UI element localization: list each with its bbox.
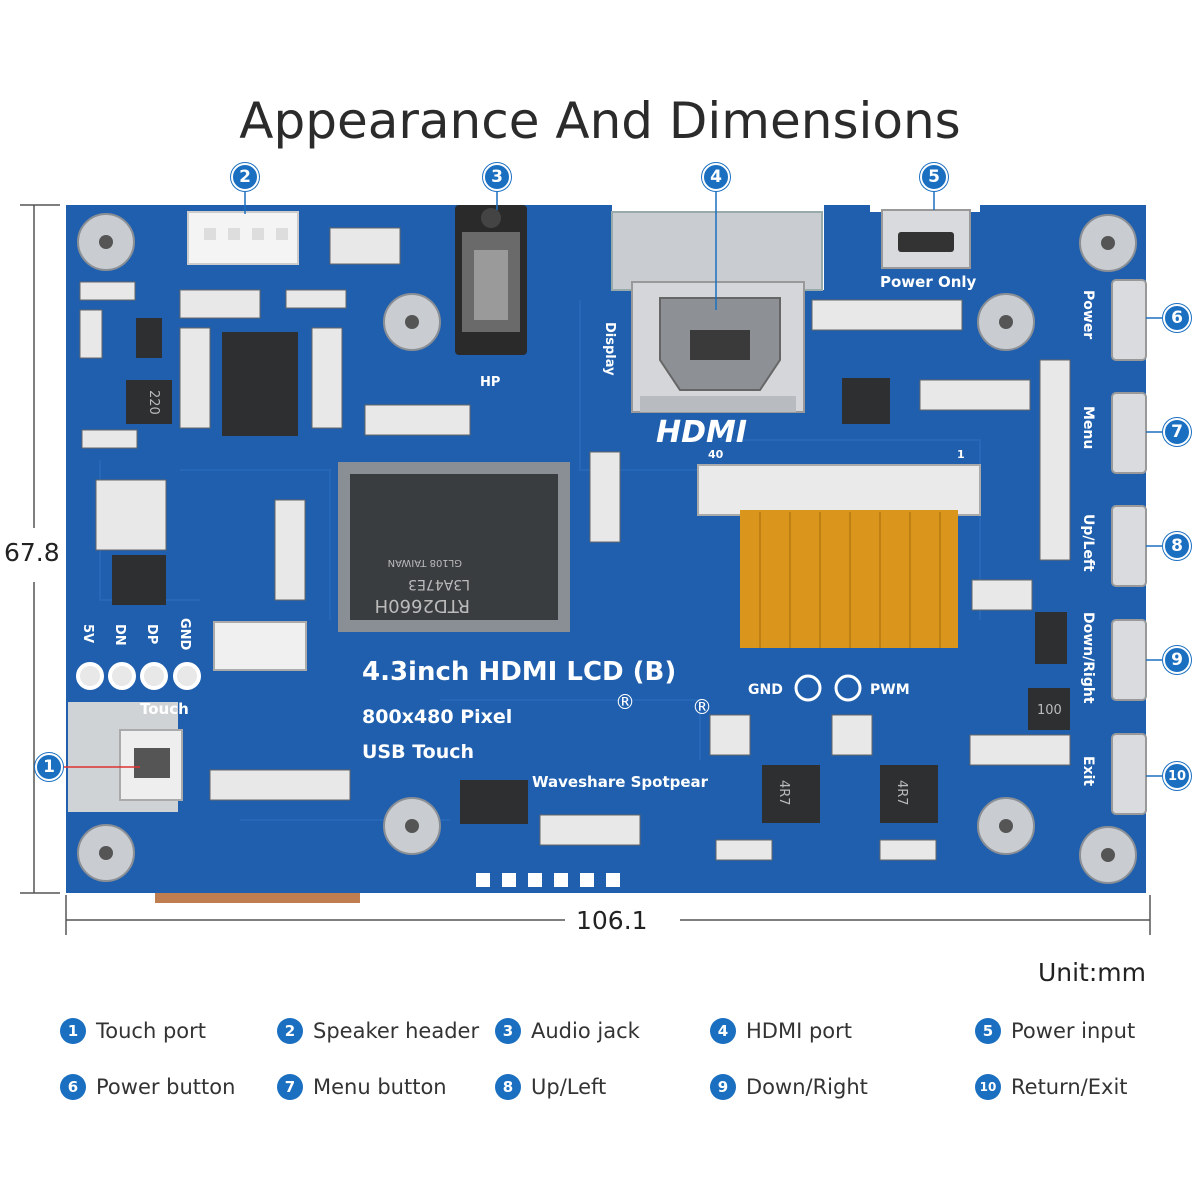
legend-label: HDMI port bbox=[746, 1019, 852, 1043]
silk-4r7-a: 4R7 bbox=[776, 780, 791, 806]
legend-label: Power input bbox=[1011, 1019, 1136, 1043]
silk-btn-power: Power bbox=[1080, 290, 1096, 339]
legend-item-2: 2 Speaker header bbox=[277, 1018, 479, 1044]
callout-10: 10 bbox=[1163, 762, 1191, 790]
silk-dp: DP bbox=[144, 624, 159, 644]
callout-9: 9 bbox=[1163, 646, 1191, 674]
height-dimension-line bbox=[20, 204, 60, 894]
callout-6: 6 bbox=[1163, 304, 1191, 332]
callout-3: 3 bbox=[483, 163, 511, 191]
silk-100: 100 bbox=[1037, 703, 1062, 718]
legend-item-3: 3 Audio jack bbox=[495, 1018, 640, 1044]
width-dimension-line bbox=[65, 895, 1151, 935]
legend-label: Down/Right bbox=[746, 1075, 868, 1099]
legend-number: 2 bbox=[277, 1018, 303, 1044]
test-pads bbox=[476, 873, 620, 887]
callout-2: 2 bbox=[231, 163, 259, 191]
silk-touch-type: USB Touch bbox=[362, 741, 474, 763]
chip-marking-2: L3A47E3 bbox=[408, 576, 470, 592]
silk-brand: Waveshare Spotpear bbox=[532, 773, 709, 791]
unit-label: Unit:mm bbox=[1037, 958, 1146, 987]
legend-number: 10 bbox=[975, 1074, 1001, 1100]
silk-5v: 5V bbox=[80, 624, 95, 643]
silk-btn-upleft: Up/Left bbox=[1080, 514, 1096, 572]
legend-number: 6 bbox=[60, 1074, 86, 1100]
silk-40: 40 bbox=[708, 448, 724, 461]
silk-hp: HP bbox=[480, 375, 500, 390]
audio-jack bbox=[455, 205, 527, 355]
legend-number: 3 bbox=[495, 1018, 521, 1044]
page-title: Appearance And Dimensions bbox=[239, 92, 961, 150]
legend-label: Touch port bbox=[96, 1019, 206, 1043]
silk-gnd: GND bbox=[748, 682, 783, 698]
legend-label: Up/Left bbox=[531, 1075, 607, 1099]
callout-5: 5 bbox=[920, 163, 948, 191]
legend-label: Power button bbox=[96, 1075, 236, 1099]
legend-label: Menu button bbox=[313, 1075, 447, 1099]
width-dimension: 106.1 bbox=[572, 906, 652, 935]
callout-1: 1 bbox=[35, 753, 63, 781]
mounting-holes bbox=[77, 213, 1137, 884]
silk-display: Display bbox=[602, 322, 617, 376]
chip-marking: RTD2660H bbox=[375, 595, 470, 616]
registered-mark-1: ® bbox=[615, 690, 635, 714]
silk-touch: Touch bbox=[140, 700, 189, 718]
height-dimension: 67.8 bbox=[0, 538, 64, 567]
callout-7: 7 bbox=[1163, 418, 1191, 446]
legend-item-7: 7 Menu button bbox=[277, 1074, 447, 1100]
silk-dn: DN bbox=[112, 624, 127, 646]
silk-4r7-b: 4R7 bbox=[894, 780, 909, 806]
silk-220: 220 bbox=[146, 390, 161, 415]
legend-label: Return/Exit bbox=[1011, 1075, 1128, 1099]
legend-label: Speaker header bbox=[313, 1019, 480, 1043]
silk-resolution: 800x480 Pixel bbox=[362, 706, 512, 728]
legend-item-6: 6 Power button bbox=[60, 1074, 235, 1100]
side-buttons bbox=[1111, 279, 1147, 815]
silk-power-only: Power Only bbox=[880, 273, 977, 291]
touch-usb-port bbox=[68, 702, 183, 812]
legend-number: 5 bbox=[975, 1018, 1001, 1044]
silk-1: 1 bbox=[957, 448, 965, 461]
callout-leaders bbox=[64, 192, 1162, 777]
fpc-flex-cable bbox=[697, 464, 981, 648]
registered-mark-2: ® bbox=[692, 695, 712, 719]
silk-pwm: PWM bbox=[870, 682, 910, 698]
legend-item-1: 1 Touch port bbox=[60, 1018, 206, 1044]
legend-item-5: 5 Power input bbox=[975, 1018, 1135, 1044]
callout-4: 4 bbox=[702, 163, 730, 191]
usb-pin-header bbox=[76, 662, 201, 690]
touch-fpc-connector bbox=[213, 621, 307, 671]
ics bbox=[112, 318, 1070, 824]
silk-btn-menu: Menu bbox=[1080, 406, 1096, 449]
legend-label: Audio jack bbox=[531, 1019, 640, 1043]
legend-item-9: 9 Down/Right bbox=[710, 1074, 868, 1100]
smd-components bbox=[79, 227, 1071, 861]
main-chip bbox=[338, 462, 570, 632]
legend-number: 7 bbox=[277, 1074, 303, 1100]
silk-btn-exit: Exit bbox=[1080, 756, 1096, 786]
silk-hdmi-logo: HDMI bbox=[656, 415, 747, 450]
legend-number: 8 bbox=[495, 1074, 521, 1100]
hdmi-port bbox=[631, 281, 805, 413]
legend-number: 9 bbox=[710, 1074, 736, 1100]
legend-item-4: 4 HDMI port bbox=[710, 1018, 852, 1044]
gnd-pwm-pads bbox=[794, 674, 862, 702]
legend-number: 4 bbox=[710, 1018, 736, 1044]
power-micro-usb-port bbox=[881, 209, 971, 269]
chip-marking-3: GL108 TAIWAN bbox=[388, 557, 462, 568]
legend-number: 1 bbox=[60, 1018, 86, 1044]
silk-product: 4.3inch HDMI LCD (B) bbox=[362, 657, 676, 687]
callout-8: 8 bbox=[1163, 532, 1191, 560]
silk-gnd-pin: GND bbox=[177, 618, 192, 651]
legend-item-10: 10 Return/Exit bbox=[975, 1074, 1128, 1100]
silk-btn-downright: Down/Right bbox=[1080, 612, 1096, 704]
legend-item-8: 8 Up/Left bbox=[495, 1074, 606, 1100]
